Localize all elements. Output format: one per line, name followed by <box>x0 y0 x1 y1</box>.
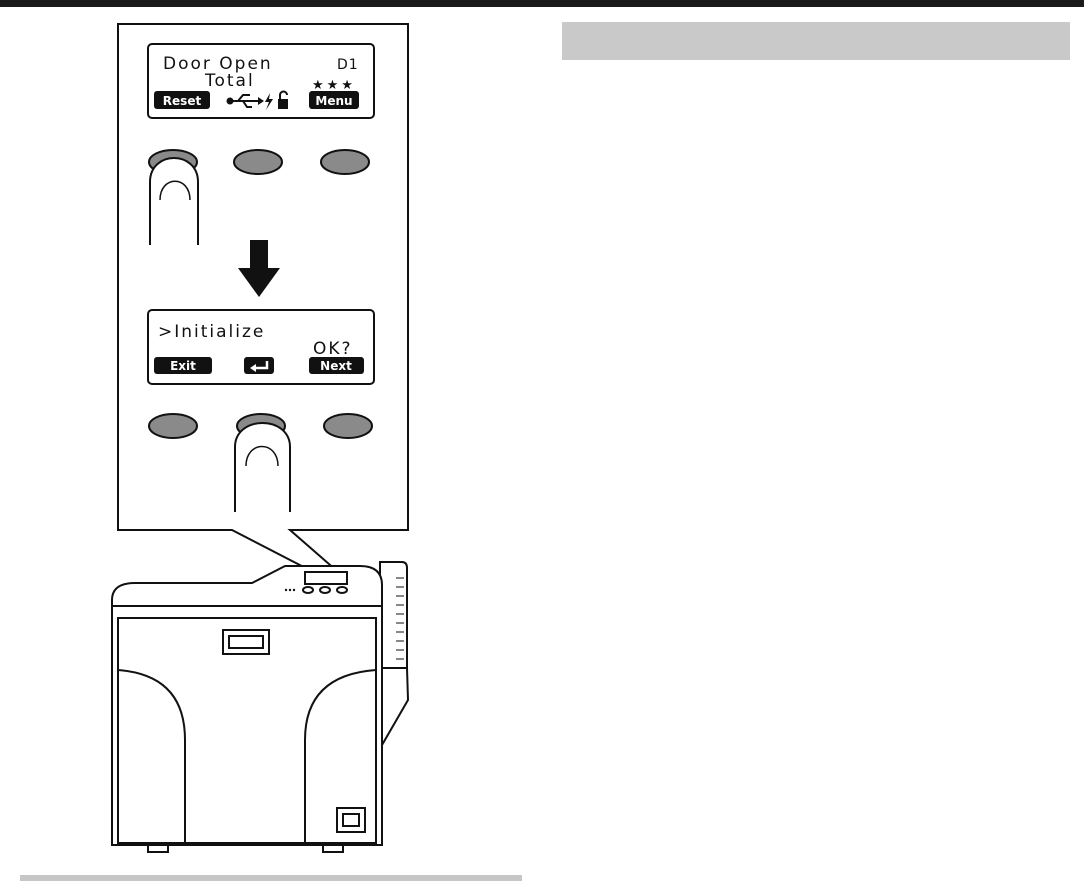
finger-press-icon <box>150 158 198 245</box>
lcd-screen-1: Door Open D1 Total ★★★ Reset Menu <box>148 44 374 118</box>
screen1-stars: ★★★ <box>312 78 356 93</box>
screen2-line1: >Initialize <box>158 322 265 342</box>
printer-body <box>112 562 408 852</box>
panel-button-right-2[interactable] <box>324 414 372 438</box>
panel-button-left-2[interactable] <box>149 414 197 438</box>
softkey-menu-label: Menu <box>315 94 352 108</box>
panel-button-right[interactable] <box>321 150 369 174</box>
screen2-confirm: OK? <box>313 339 353 359</box>
softkey-next-label: Next <box>320 359 352 373</box>
card-hopper-lower <box>380 668 408 745</box>
printer-lcd <box>305 572 347 584</box>
screen1-code: D1 <box>337 57 359 73</box>
softkey-reset-label: Reset <box>163 94 202 108</box>
lcd-screen-2: >Initialize OK? Exit Next <box>148 310 374 384</box>
enter-icon <box>244 357 274 374</box>
softkey-exit-label: Exit <box>170 359 196 373</box>
screen1-line2: Total <box>204 71 255 91</box>
panel-button-center[interactable] <box>234 150 282 174</box>
finger-press-icon-2 <box>235 423 290 512</box>
